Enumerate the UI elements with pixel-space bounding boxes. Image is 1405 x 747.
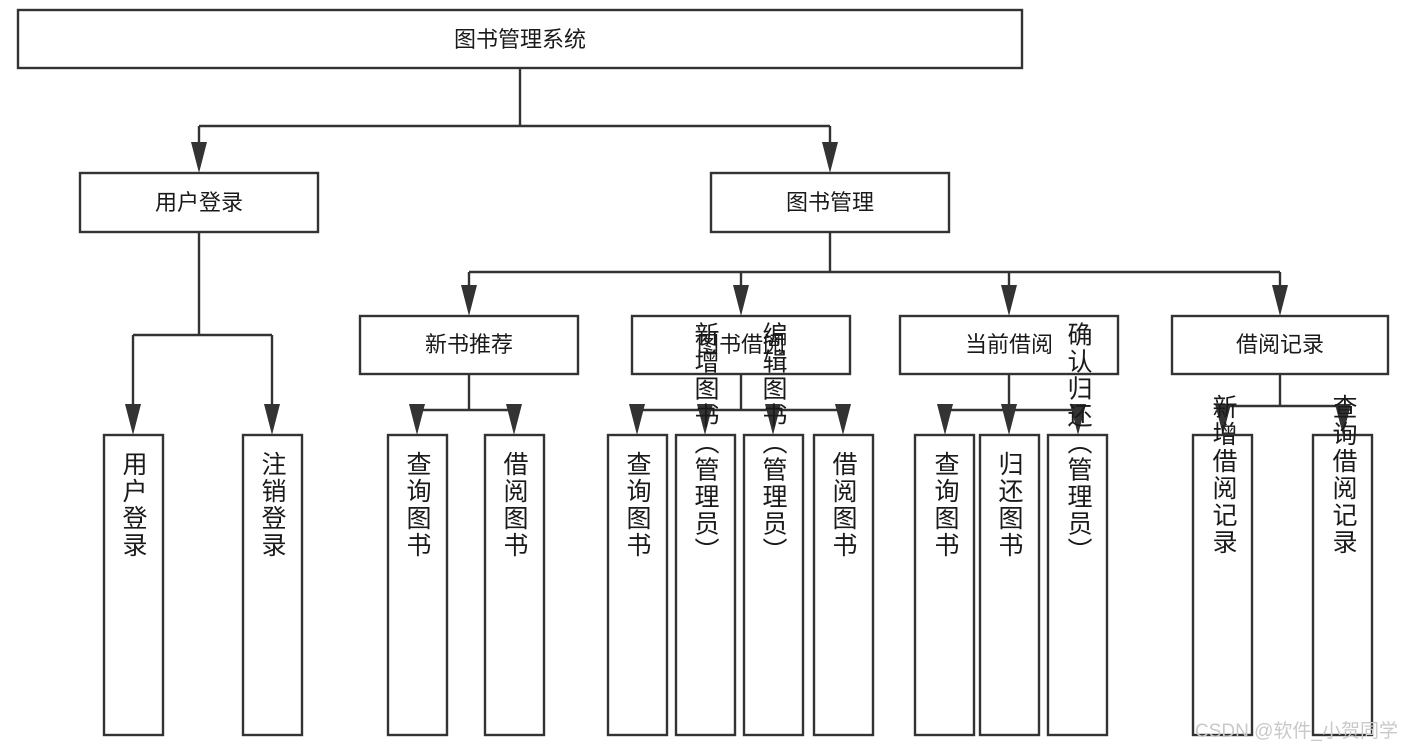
arrow-to-leaf-edit-book (765, 404, 781, 435)
node-root[interactable]: 图书管理系统 (16, 8, 1024, 70)
node-leaf-user-logout-box[interactable] (241, 433, 304, 737)
node-borrow-record[interactable]: 借阅记录 (1170, 314, 1390, 376)
node-leaf-confirm-return[interactable]: 确认归还（管理员） (1046, 322, 1109, 737)
node-current-borrow-box[interactable] (898, 314, 1120, 376)
node-leaf-edit-book-box[interactable] (742, 433, 805, 737)
node-new-book-rec-box[interactable] (358, 314, 580, 376)
node-leaf-borrow-book-1-label: 借阅图书 (500, 451, 529, 559)
node-leaf-add-record-label: 新增借阅记录 (1209, 394, 1238, 556)
node-current-borrow-label: 当前借阅 (965, 332, 1053, 357)
node-leaf-query-book-3[interactable]: 查询图书 (913, 433, 976, 737)
arrow-to-leaf-confirm-return (1070, 404, 1086, 435)
node-leaf-confirm-return-box[interactable] (1046, 433, 1109, 737)
node-book-manage-box[interactable] (709, 171, 951, 234)
node-leaf-confirm-return-label: 确认归还（管理员） (1064, 322, 1093, 565)
node-new-book-rec[interactable]: 新书推荐 (358, 314, 580, 376)
node-current-borrow[interactable]: 当前借阅 (898, 314, 1120, 376)
node-user-login-label: 用户登录 (155, 190, 243, 215)
node-leaf-edit-book[interactable]: 编辑图书（管理员） (742, 322, 805, 737)
arrow-to-leaf-borrow-book-2 (835, 404, 851, 435)
arrow-to-leaf-query-record (1335, 404, 1351, 435)
node-leaf-borrow-book-1[interactable]: 借阅图书 (483, 433, 546, 737)
node-book-manage-label: 图书管理 (786, 190, 874, 215)
node-root-box[interactable] (16, 8, 1024, 70)
node-leaf-user-login-box[interactable] (102, 433, 165, 737)
node-leaf-return-book-label: 归还图书 (995, 451, 1024, 559)
node-book-manage[interactable]: 图书管理 (709, 171, 951, 234)
node-book-borrow-label: 图书借阅 (697, 332, 785, 357)
arrow-to-new-book-rec (461, 285, 477, 316)
arrow-to-user-login (191, 142, 207, 173)
arrow-to-book-borrow (733, 285, 749, 316)
arrow-to-leaf-query-book-3 (937, 404, 953, 435)
edges-layer (125, 68, 1351, 435)
node-leaf-add-book-box[interactable] (674, 433, 737, 737)
arrow-to-book-manage (822, 142, 838, 173)
node-leaf-user-login-label: 用户登录 (119, 451, 148, 559)
node-leaf-query-book-2[interactable]: 查询图书 (606, 433, 669, 737)
node-leaf-query-book-3-label: 查询图书 (931, 451, 960, 559)
node-borrow-record-label: 借阅记录 (1236, 332, 1324, 357)
arrow-to-leaf-user-login (125, 404, 141, 435)
node-leaf-add-record-box[interactable] (1191, 433, 1254, 737)
node-leaf-user-login[interactable]: 用户登录 (102, 433, 165, 737)
watermark: CSDN @软件_小贺同学 (1195, 720, 1398, 742)
node-leaf-query-book-1-label: 查询图书 (403, 451, 432, 559)
node-leaf-query-book-1-box[interactable] (386, 433, 449, 737)
node-leaf-add-record[interactable]: 新增借阅记录 (1191, 394, 1254, 737)
node-user-login[interactable]: 用户登录 (78, 171, 320, 234)
node-leaf-edit-book-label: 编辑图书（管理员） (759, 322, 788, 565)
node-leaf-return-book[interactable]: 归还图书 (978, 433, 1041, 737)
arrow-to-current-borrow (1001, 285, 1017, 316)
arrow-to-leaf-user-logout (264, 404, 280, 435)
node-leaf-query-record-label: 查询借阅记录 (1329, 394, 1358, 556)
node-leaf-borrow-book-2-label: 借阅图书 (829, 451, 858, 559)
node-user-login-box[interactable] (78, 171, 320, 234)
arrow-to-leaf-return-book (1001, 404, 1017, 435)
node-leaf-user-logout-label: 注销登录 (258, 451, 287, 559)
node-leaf-query-record-box[interactable] (1311, 433, 1374, 737)
arrow-to-leaf-add-record (1215, 404, 1231, 435)
arrow-to-borrow-record (1272, 285, 1288, 316)
node-leaf-borrow-book-1-box[interactable] (483, 433, 546, 737)
node-root-label: 图书管理系统 (454, 27, 586, 52)
arrow-to-leaf-add-book (697, 404, 713, 435)
node-leaf-query-record[interactable]: 查询借阅记录 (1311, 394, 1374, 737)
node-new-book-rec-label: 新书推荐 (425, 332, 513, 357)
node-leaf-user-logout[interactable]: 注销登录 (241, 433, 304, 737)
node-leaf-query-book-2-box[interactable] (606, 433, 669, 737)
arrow-to-leaf-borrow-book-1 (506, 404, 522, 435)
node-book-borrow-box[interactable] (630, 314, 852, 376)
node-leaf-add-book-label: 新增图书（管理员） (691, 322, 720, 565)
arrow-to-leaf-query-book-2 (629, 404, 645, 435)
node-book-borrow[interactable]: 图书借阅 (630, 314, 852, 376)
node-leaf-borrow-book-2[interactable]: 借阅图书 (812, 433, 875, 737)
arrow-to-leaf-query-book-1 (409, 404, 425, 435)
node-leaf-query-book-1[interactable]: 查询图书 (386, 433, 449, 737)
node-leaf-return-book-box[interactable] (978, 433, 1041, 737)
node-leaf-borrow-book-2-box[interactable] (812, 433, 875, 737)
node-leaf-query-book-2-label: 查询图书 (623, 451, 652, 559)
node-leaf-add-book[interactable]: 新增图书（管理员） (674, 322, 737, 737)
node-leaf-query-book-3-box[interactable] (913, 433, 976, 737)
node-borrow-record-box[interactable] (1170, 314, 1390, 376)
